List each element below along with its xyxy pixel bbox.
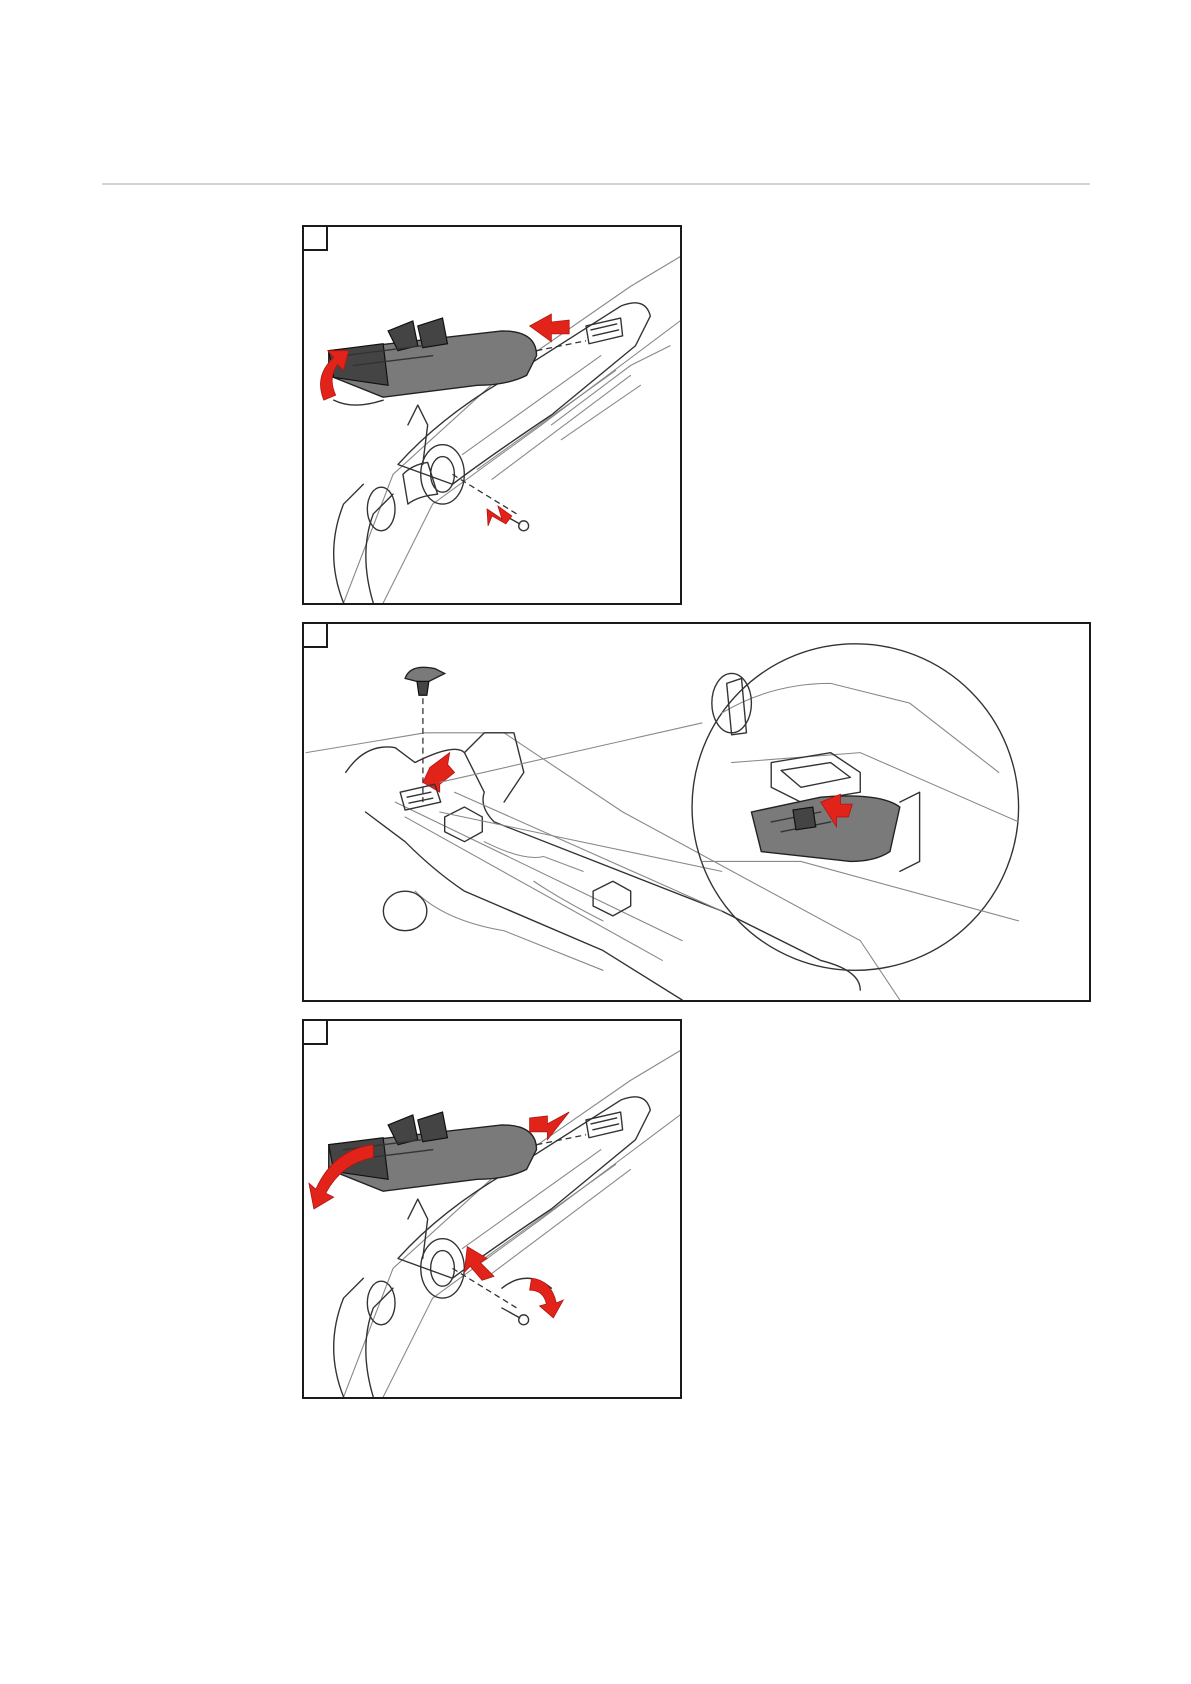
- step-2-drawing: [304, 624, 1089, 1000]
- step-3-drawing: [304, 1021, 680, 1397]
- step-2-number-box: [304, 624, 328, 648]
- step-1-number-box: [304, 227, 328, 251]
- step-1-illustration: [302, 225, 682, 605]
- step-2-illustration: [302, 622, 1091, 1002]
- header-rule: [102, 183, 1090, 185]
- step-3-illustration: [302, 1019, 682, 1399]
- step-3-number-box: [304, 1021, 328, 1045]
- step-1-drawing: [304, 227, 680, 603]
